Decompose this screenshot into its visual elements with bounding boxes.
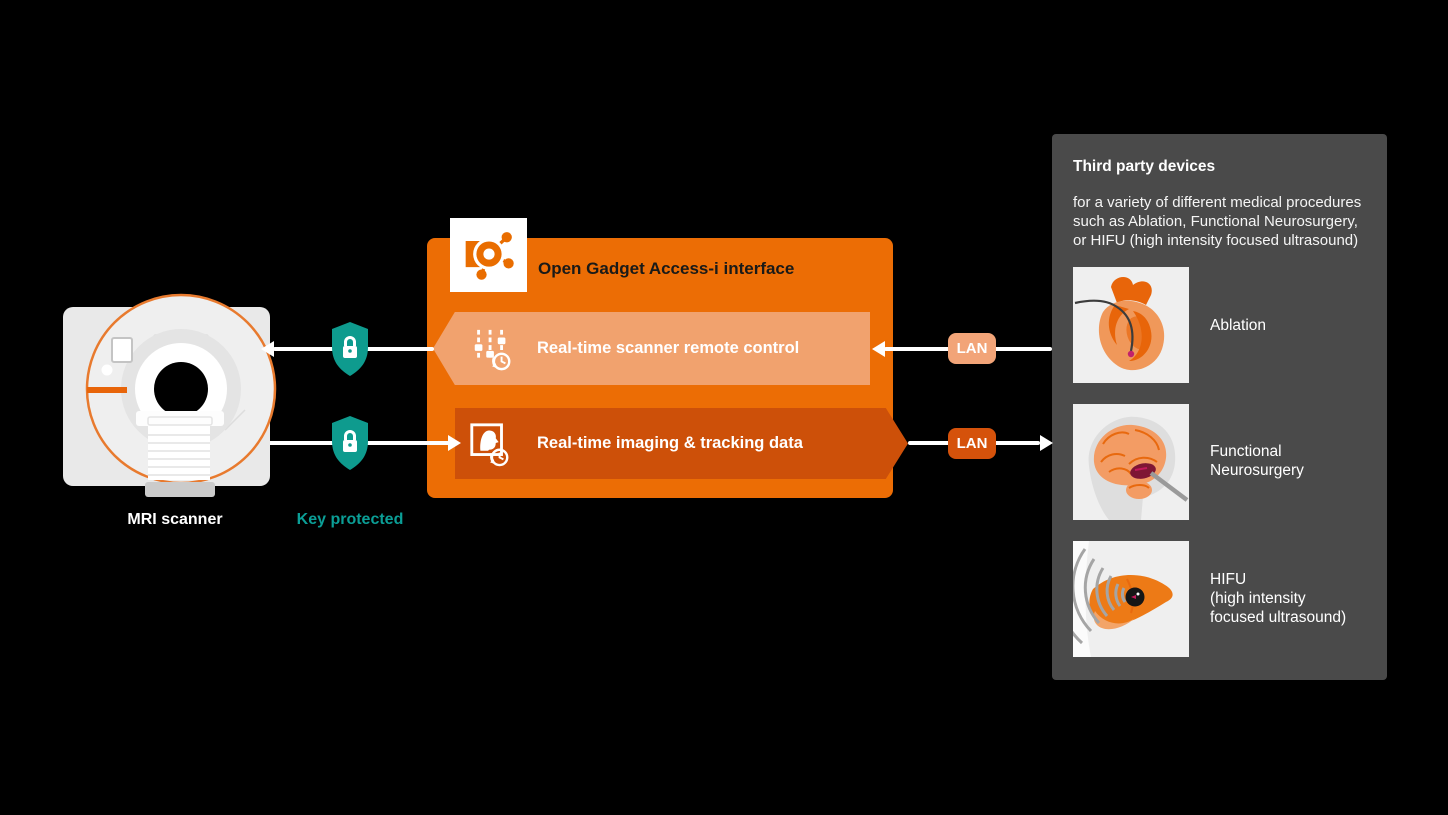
- arrowhead-to-panel: [1040, 435, 1053, 451]
- liver-ultrasound-illustration: [1073, 541, 1189, 657]
- access-i-camera-network-icon: [465, 232, 514, 280]
- mri-scanner-label: MRI scanner: [127, 511, 223, 528]
- row-scanner-remote-control: Real-time scanner remote control: [433, 312, 870, 385]
- interface-title: Open Gadget Access-i interface: [538, 259, 795, 278]
- row-imaging-tracking-data: Real-time imaging & tracking data: [455, 408, 908, 479]
- key-protected-label: Key protected: [296, 511, 404, 528]
- brain-illustration: [1073, 404, 1189, 520]
- access-i-logo-tile: [450, 218, 527, 292]
- mri-scanner-illustration: [63, 293, 277, 497]
- panel-title: Third party devices: [1073, 158, 1216, 175]
- hifu-image: [1073, 541, 1189, 657]
- imaging-head-clock-icon: [470, 422, 509, 466]
- arrowhead-to-scanner: [261, 341, 274, 357]
- functional-neurosurgery-image: [1073, 404, 1189, 520]
- device-label-ablation: Ablation: [1210, 317, 1267, 334]
- heart-illustration: [1073, 267, 1189, 383]
- third-party-devices-panel: Third party devices for a variety of dif…: [1052, 134, 1387, 680]
- interface-box: Open Gadget Access-i interface Real-time…: [427, 218, 908, 498]
- arrowhead-to-interface: [872, 341, 885, 357]
- shield-lock-icon: [332, 416, 368, 470]
- ablation-image: [1073, 267, 1189, 383]
- lan-badge: LAN: [948, 333, 996, 364]
- row-label: Real-time imaging & tracking data: [537, 434, 803, 452]
- device-label-functional-neurosurgery: Functional Neurosurgery: [1210, 443, 1304, 479]
- device-label-hifu: HIFU (high intensity focused ultrasound): [1210, 571, 1347, 626]
- arrowhead-to-interface: [448, 435, 461, 451]
- shield-lock-icon: [332, 322, 368, 376]
- lan-badge: LAN: [948, 428, 996, 459]
- sliders-clock-icon: [474, 329, 511, 370]
- row-label: Real-time scanner remote control: [537, 339, 800, 357]
- panel-description: for a variety of different medical proce…: [1073, 194, 1362, 249]
